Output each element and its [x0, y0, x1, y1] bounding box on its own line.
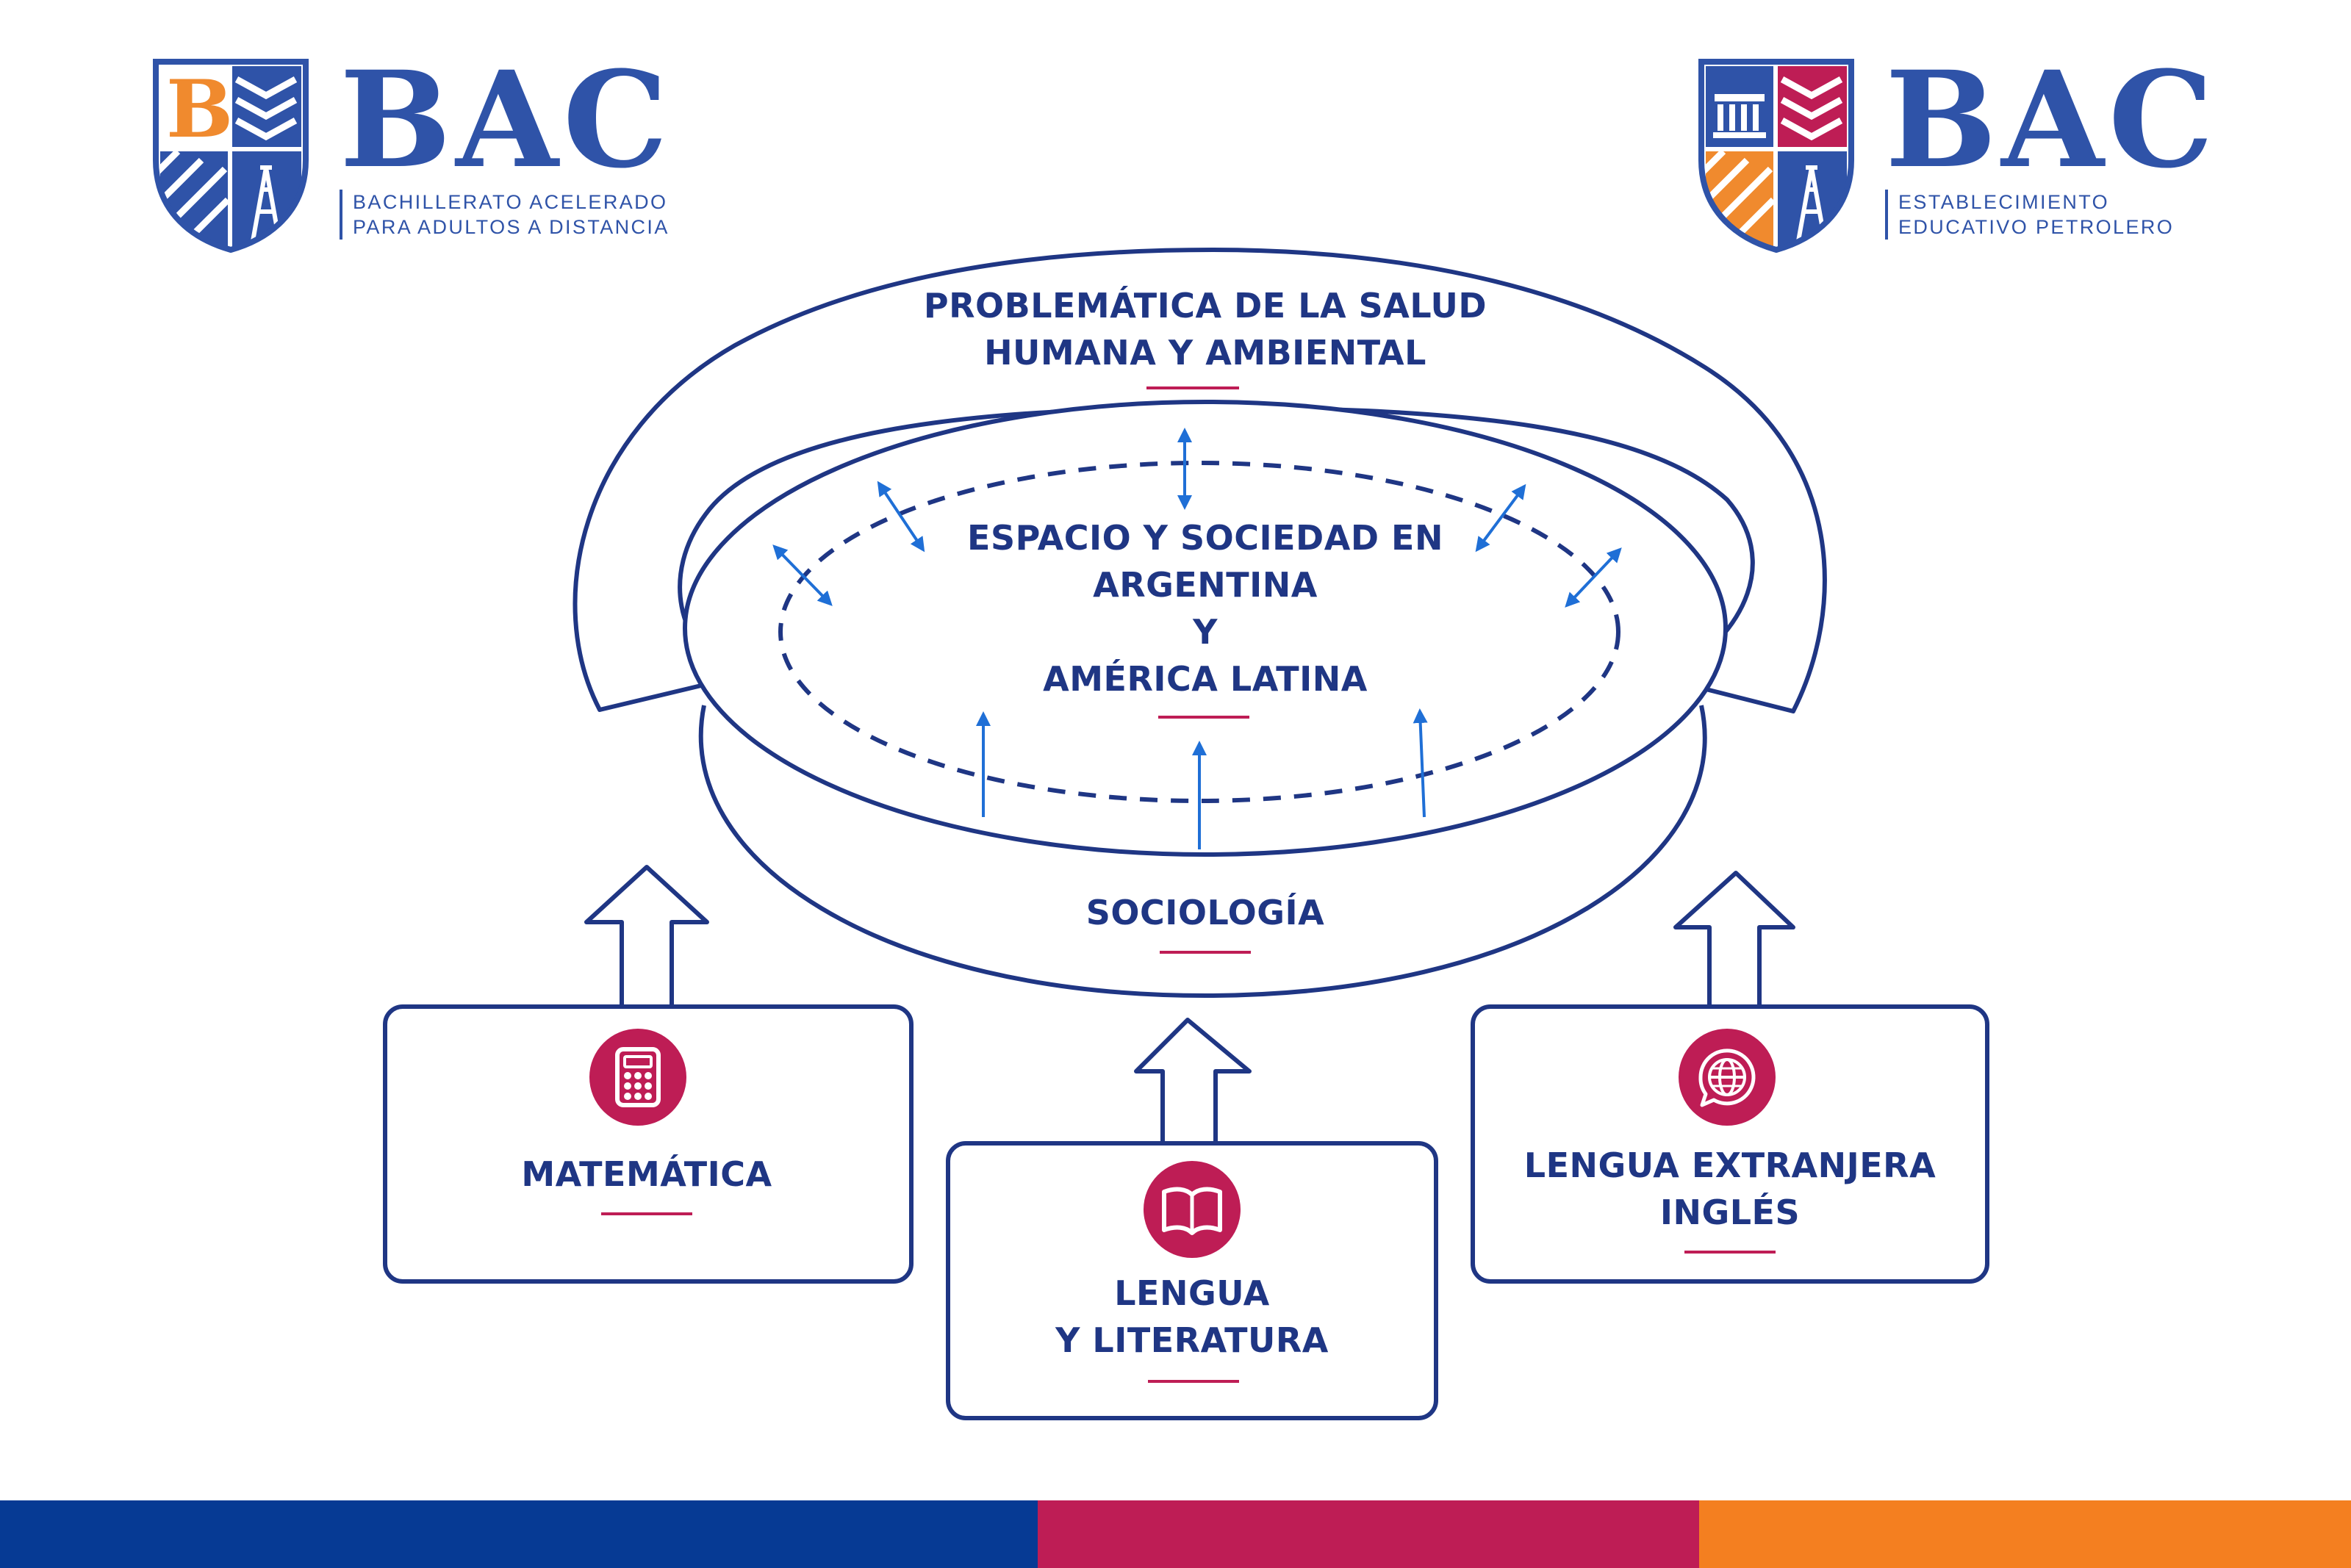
- logo-subtitle: BACHILLERATO ACELERADO PARA ADULTOS A DI…: [340, 190, 670, 240]
- label-underlines: [601, 386, 1776, 1383]
- shield-emblem-icon: [1698, 59, 1854, 253]
- arrow-lengua: [1134, 1018, 1252, 1145]
- salud-ring: [573, 248, 1827, 713]
- espacio-dashed-ellipse: [778, 461, 1620, 803]
- label-lengua-extranjera: LENGUA EXTRANJERA INGLÉS: [1523, 1146, 1937, 1232]
- open-book-icon: [1144, 1161, 1241, 1258]
- box-matematica: [383, 1004, 914, 1284]
- label-lengua-literatura: LENGUA Y LITERATURA: [1055, 1273, 1329, 1360]
- label-matematica: MATEMÁTICA: [521, 1154, 772, 1194]
- espacio-ellipse: [683, 400, 1728, 857]
- sociologia-up-arrows: [976, 708, 1428, 849]
- logo-brand-text: BAC: [340, 43, 673, 198]
- label-problematica-salud: PROBLEMÁTICA DE LA SALUD HUMANA Y AMBIEN…: [923, 286, 1487, 373]
- globe-chat-icon: [1679, 1029, 1776, 1126]
- label-espacio-sociedad: ESPACIO Y SOCIEDAD EN ARGENTINA Y AMÉRIC…: [967, 518, 1443, 699]
- label-sociologia: SOCIOLOGÍA: [1085, 893, 1325, 932]
- logo-brand-text: BAC: [1885, 43, 2219, 198]
- box-ingles: [1471, 1004, 1989, 1284]
- footer-bar-blue: [0, 1500, 1038, 1568]
- shield-emblem-icon: B: [153, 59, 309, 253]
- svg-text:B: B: [166, 63, 233, 156]
- footer-bar-orange: [1699, 1500, 2351, 1568]
- connector-arrows: [772, 428, 1622, 608]
- box-lengua: [946, 1141, 1438, 1420]
- footer-bar-crimson: [1038, 1500, 1699, 1568]
- arrow-ingles: [1673, 871, 1795, 1007]
- calculator-icon: [589, 1029, 686, 1126]
- arrow-matematica: [584, 865, 709, 1007]
- logo-subtitle: ESTABLECIMIENTO EDUCATIVO PETROLERO: [1885, 190, 2174, 240]
